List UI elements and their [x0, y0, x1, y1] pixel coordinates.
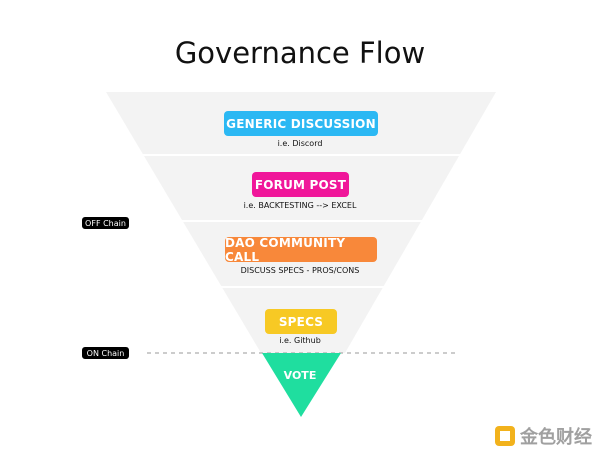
vote-triangle — [262, 353, 341, 417]
stage-specs-note: i.e. Github — [279, 336, 321, 345]
stage-forum-post: FORUM POST — [252, 172, 349, 197]
funnel-body — [106, 92, 496, 353]
stage-forum-post-note: i.e. BACKTESTING --> EXCEL — [243, 201, 357, 210]
watermark: 金色财经 — [494, 423, 592, 449]
page-title: Governance Flow — [174, 36, 426, 70]
stage-generic-discussion-note: i.e. Discord — [277, 139, 323, 148]
stage-specs: SPECS — [265, 309, 337, 334]
on-chain-tag: ON Chain — [82, 347, 129, 359]
watermark-logo-icon — [495, 426, 515, 446]
stage-dao-community-call-note: DISCUSS SPECS - PROS/CONS — [240, 266, 360, 275]
stage-dao-community-call: DAO COMMUNITY CALL — [225, 236, 377, 264]
watermark-text: 金色财经 — [520, 427, 592, 447]
vote-label: VOTE — [283, 369, 317, 382]
stage-generic-discussion: GENERIC DISCUSSION — [224, 111, 378, 136]
off-chain-tag: OFF Chain — [82, 217, 129, 229]
